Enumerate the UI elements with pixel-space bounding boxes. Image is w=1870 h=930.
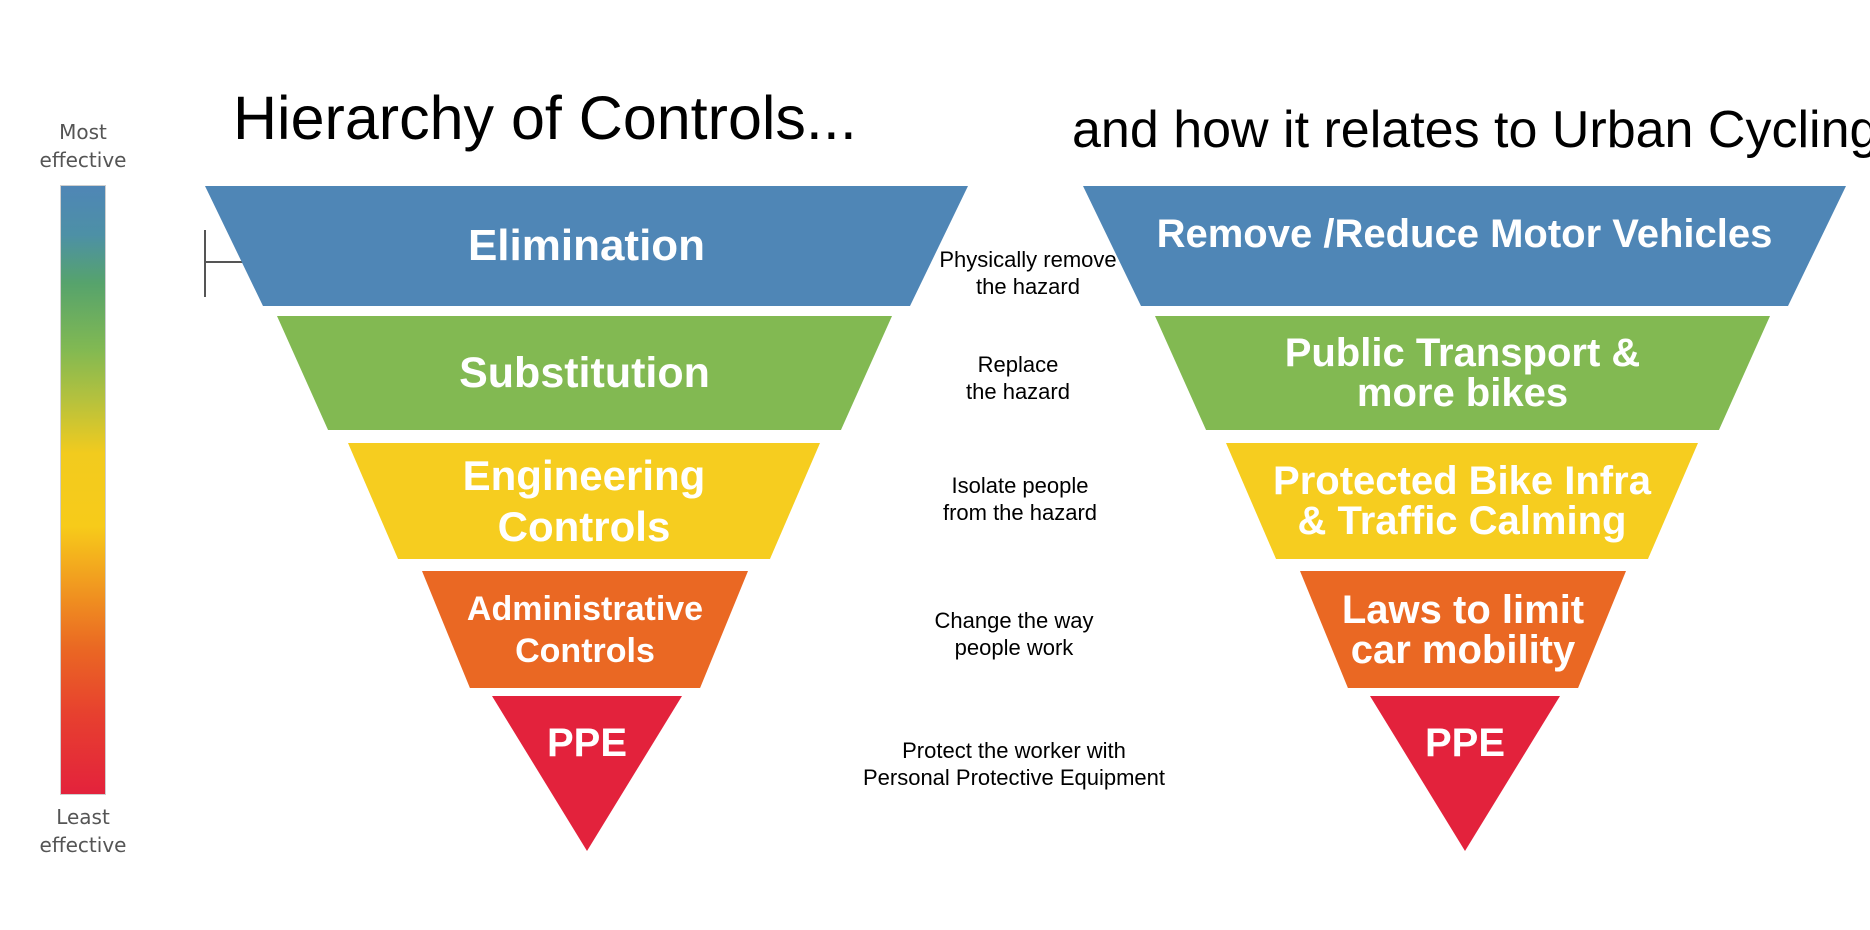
scale-bottom-label: Least effective (39, 805, 127, 857)
desc-ppe: Protect the worker with Personal Protect… (862, 738, 1166, 790)
band-substitution: Substitution (277, 316, 892, 430)
effectiveness-gradient-bar (60, 185, 106, 795)
desc-engineering: Isolate people from the hazard (942, 473, 1098, 525)
desc-elimination: Physically remove the hazard (939, 247, 1117, 299)
page-subtitle: and how it relates to Urban Cycling (1072, 101, 1870, 159)
scale-top-label: Most effective (39, 120, 127, 172)
band-administrative-controls: Administrative Controls (422, 571, 748, 688)
band-laws-limit-car-mobility: Laws to limit car mobility (1300, 571, 1626, 688)
band-elimination: Elimination (205, 186, 968, 306)
band-engineering-controls: Engineering Controls (348, 443, 820, 559)
page-title: Hierarchy of Controls... (233, 84, 857, 152)
band-public-transport: Public Transport & more bikes (1155, 316, 1770, 430)
band-ppe-cycling: PPE (1370, 696, 1560, 851)
band-protected-bike-infra: Protected Bike Infra & Traffic Calming (1226, 443, 1698, 559)
band-ppe: PPE (492, 696, 682, 851)
desc-administrative: Change the way people work (934, 608, 1094, 660)
desc-substitution: Replace the hazard (966, 352, 1070, 404)
band-remove-motor-vehicles: Remove /Reduce Motor Vehicles (1083, 186, 1846, 306)
